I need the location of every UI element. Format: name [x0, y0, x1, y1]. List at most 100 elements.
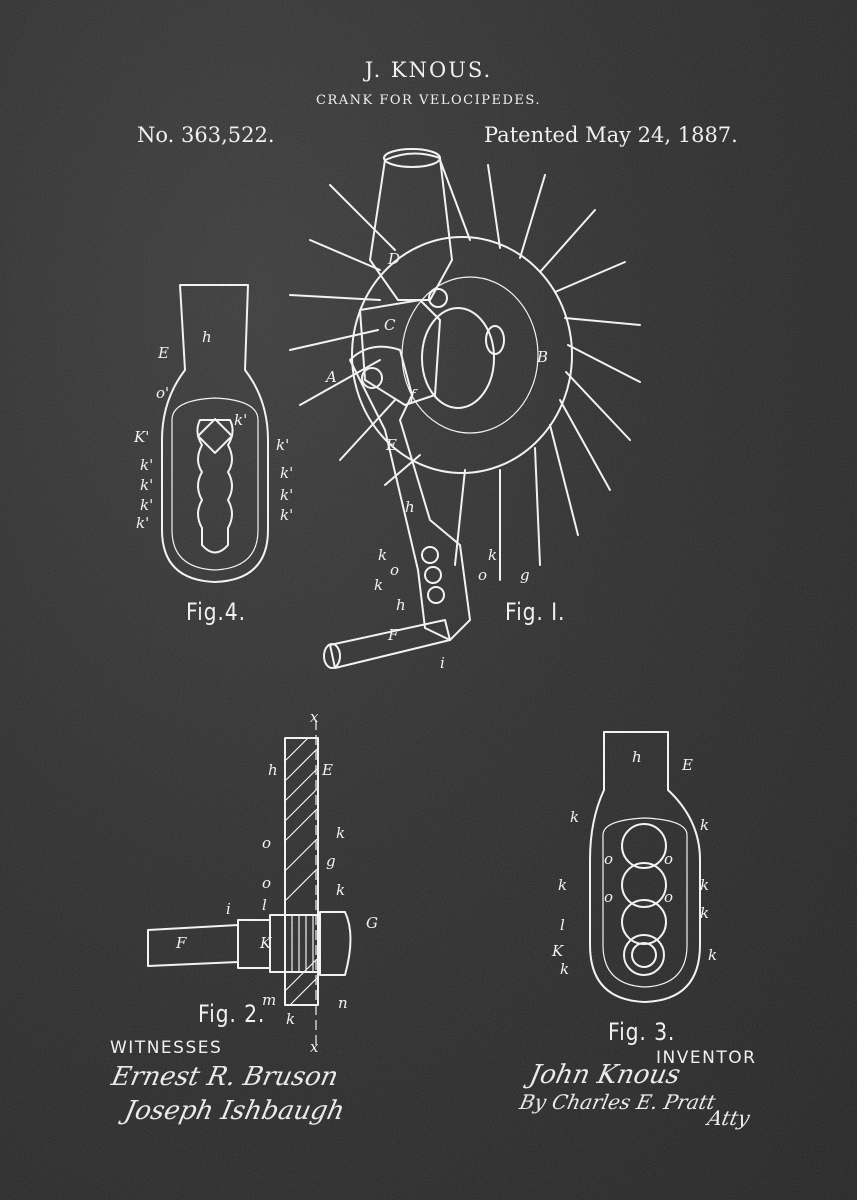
- svg-text:o: o: [478, 566, 487, 584]
- svg-text:E: E: [385, 436, 397, 454]
- fig2-threads: [284, 915, 314, 972]
- fig2-reference-letters: x h E o k g o k l i F K G m n k x: [175, 708, 378, 1056]
- fig3-label: Fig. 3.: [608, 1018, 676, 1046]
- witness-1-signature: Ernest R. Bruson: [108, 1062, 341, 1092]
- svg-text:l: l: [560, 916, 565, 934]
- inventor-name-title: J. KNOUS.: [364, 58, 493, 82]
- witnesses-label: WITNESSES: [110, 1038, 223, 1058]
- svg-text:o: o: [262, 834, 271, 852]
- svg-text:k': k': [234, 411, 247, 429]
- svg-text:h: h: [396, 596, 406, 614]
- attorney-signature: By Charles E. Pratt: [517, 1090, 718, 1114]
- svg-text:i: i: [226, 900, 231, 918]
- svg-text:K': K': [133, 428, 149, 446]
- svg-text:G: G: [366, 914, 378, 932]
- attorney-abbreviation: Atty: [705, 1106, 753, 1130]
- fig1-axle-end: [485, 325, 505, 355]
- svg-text:g: g: [326, 852, 336, 870]
- fig1-frame-tube-top: [383, 148, 441, 168]
- svg-text:o: o: [604, 888, 613, 906]
- svg-text:i: i: [440, 654, 445, 672]
- fig3-inner-outline: [602, 817, 688, 988]
- svg-text:k: k: [558, 876, 567, 894]
- svg-text:k': k': [280, 486, 293, 504]
- svg-text:x: x: [310, 708, 319, 726]
- svg-text:C: C: [384, 316, 396, 334]
- svg-text:k': k': [276, 436, 289, 454]
- svg-text:o: o: [390, 561, 399, 579]
- svg-text:k': k': [140, 476, 153, 494]
- svg-text:F: F: [175, 934, 187, 952]
- svg-text:o: o: [664, 888, 673, 906]
- fig1-wheel-spikes: [289, 159, 641, 581]
- svg-text:l: l: [262, 896, 267, 914]
- svg-text:n: n: [338, 994, 348, 1012]
- fig2-label: Fig. 2.: [198, 1000, 266, 1028]
- svg-text:o: o: [262, 874, 271, 892]
- fig2-nut-G: [319, 911, 352, 976]
- svg-text:B: B: [536, 348, 548, 366]
- svg-text:E: E: [681, 756, 693, 774]
- fig4-slot: [196, 419, 234, 554]
- svg-text:k: k: [700, 816, 709, 834]
- svg-text:h: h: [202, 328, 212, 346]
- svg-text:k: k: [336, 881, 345, 899]
- fig1-bolt-head: [428, 288, 448, 308]
- svg-text:o': o': [156, 384, 169, 402]
- fig4-reference-letters: h E o' K' k' k' k' k' k' k' k' k' k': [133, 328, 293, 532]
- fig3-holes: [621, 823, 667, 976]
- fig2-section-view: x h E o k g o k l i F K G m n k x: [147, 708, 378, 1056]
- svg-text:k: k: [488, 546, 497, 564]
- svg-text:E: E: [321, 761, 333, 779]
- svg-text:F: F: [387, 626, 399, 644]
- fig2-hatching: [285, 737, 318, 1006]
- svg-text:k': k': [136, 514, 149, 532]
- fig4-outline: [161, 284, 269, 583]
- svg-text:k': k': [140, 496, 153, 514]
- fig1-crank-assembly: D C A B E h k o k k o g h f F i: [289, 148, 641, 672]
- svg-text:k: k: [708, 946, 717, 964]
- inventor-label: INVENTOR: [656, 1048, 757, 1068]
- fig3-reference-letters: h E k k o o k k o o k l K k k: [551, 748, 717, 978]
- patent-number: No. 363,522.: [137, 123, 275, 147]
- svg-text:k: k: [374, 576, 383, 594]
- svg-text:h: h: [268, 761, 278, 779]
- fig3-outline: [589, 731, 701, 1003]
- patent-date: Patented May 24, 1887.: [484, 123, 738, 147]
- svg-text:m: m: [262, 991, 276, 1009]
- svg-text:k': k': [280, 464, 293, 482]
- fig1-bracket: [359, 299, 441, 406]
- svg-text:h: h: [632, 748, 642, 766]
- fig4-inner-outline: [171, 397, 259, 571]
- svg-text:D: D: [387, 250, 400, 268]
- svg-text:o: o: [664, 850, 673, 868]
- invention-title: CRANK FOR VELOCIPEDES.: [316, 93, 541, 108]
- fig1-wheel-disc: [351, 236, 573, 474]
- fig1-crank-eye: [361, 367, 383, 389]
- svg-text:K: K: [259, 934, 272, 952]
- fig1-reference-letters: D C A B E h k o k k o g h f F i: [324, 250, 548, 672]
- witness-2-signature: Joseph Ishbaugh: [121, 1096, 348, 1126]
- svg-text:k: k: [570, 808, 579, 826]
- fig4-label: Fig.4.: [186, 598, 246, 626]
- svg-text:A: A: [324, 368, 337, 386]
- fig1-label: Fig. I.: [505, 598, 566, 626]
- inventor-signature: John Knous: [526, 1060, 683, 1090]
- svg-text:x: x: [310, 1038, 319, 1056]
- fig2-pedal-pin-F: [147, 924, 239, 967]
- fig1-pedal-pin: [329, 619, 451, 669]
- fig4-crank-end-view: h E o' K' k' k' k' k' k' k' k' k' k': [133, 284, 293, 583]
- fig1-crank-notches: [421, 546, 445, 604]
- svg-text:h: h: [405, 498, 415, 516]
- fig1-pedal-pin-end: [323, 643, 341, 669]
- svg-text:k: k: [560, 960, 569, 978]
- fig4-square-stud: [197, 418, 233, 454]
- fig1-frame-fork: [369, 152, 453, 301]
- svg-text:f: f: [409, 386, 418, 404]
- fig1-crank-arm: [349, 345, 471, 641]
- svg-text:k: k: [700, 876, 709, 894]
- svg-text:k: k: [378, 546, 387, 564]
